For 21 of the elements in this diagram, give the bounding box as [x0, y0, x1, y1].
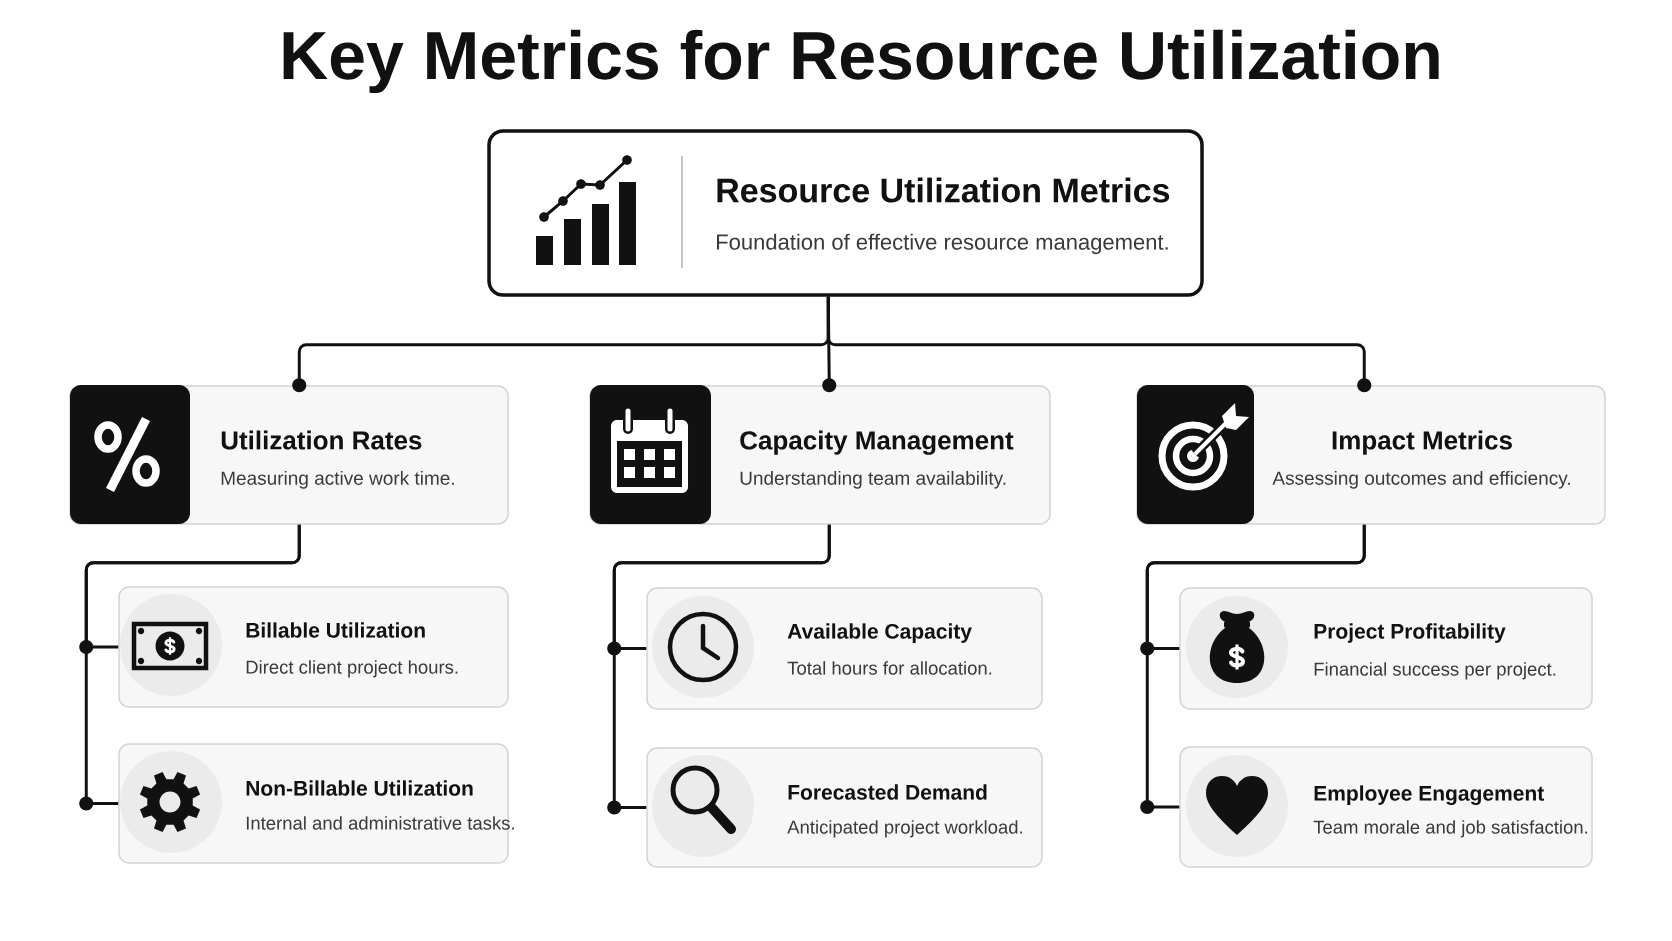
card-description: Total hours for allocation.	[787, 661, 992, 675]
card-description: Measuring active work time.	[221, 470, 454, 489]
card-description: Assessing outcomes and efficiency.	[1272, 470, 1570, 489]
card-description: Internal and administrative tasks.	[246, 816, 514, 830]
card-title: Forecasted Demand	[788, 784, 987, 800]
card-title: Billable Utilization	[246, 622, 425, 638]
card-description: Foundation of effective resource management.	[717, 233, 1168, 255]
card-description: Understanding team availability.	[740, 470, 1006, 489]
card-description: Direct client project hours.	[246, 660, 458, 678]
card-title: Utilization Rates	[221, 430, 422, 450]
card-title: Available Capacity	[787, 623, 972, 643]
title: Key Metrics for Resource Utilization	[283, 29, 1439, 94]
card-description: Team morale and job satisfaction.	[1313, 820, 1588, 838]
card-title: Project Profitability	[1314, 623, 1506, 643]
card-title: Non-Billable Utilization	[246, 780, 473, 796]
card-title: Employee Engagement	[1314, 785, 1544, 805]
card-title: Resource Utilization Metrics	[717, 177, 1170, 203]
card-title: Capacity Management	[740, 430, 1014, 455]
card-description: Anticipated project workload.	[787, 820, 1022, 838]
card-description: Financial success per project.	[1314, 662, 1556, 680]
card-title: Impact Metrics	[1332, 430, 1512, 455]
